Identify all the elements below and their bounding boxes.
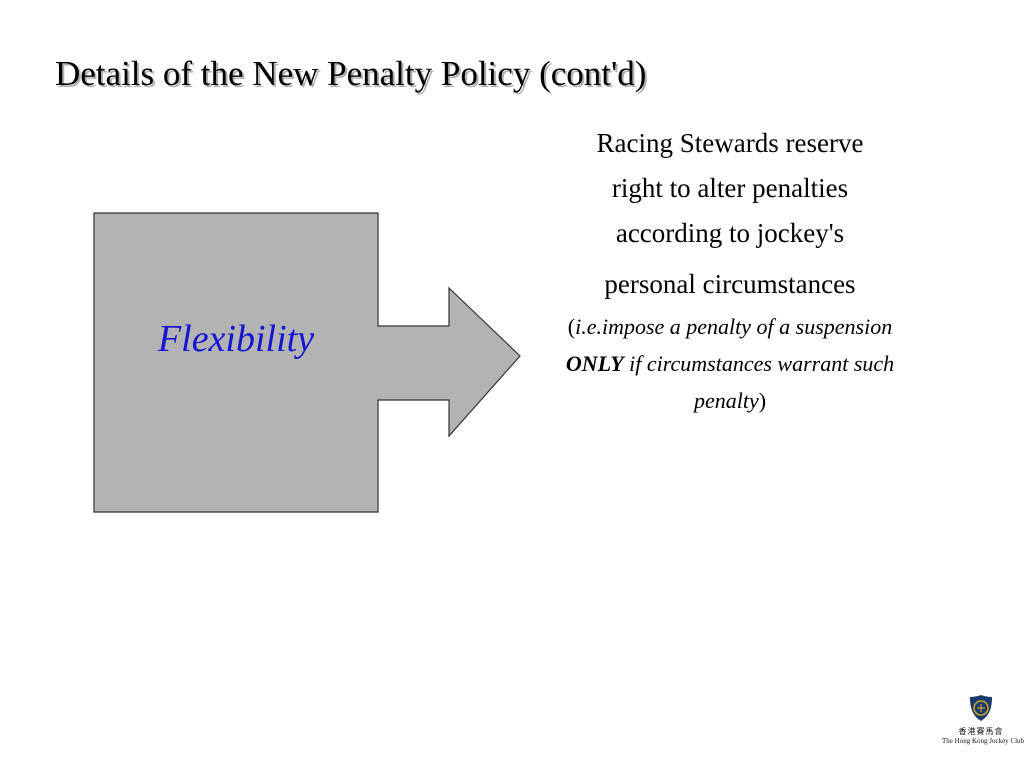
open-paren: ( xyxy=(567,314,576,339)
detail-note-emphasis: ONLY xyxy=(565,351,624,376)
hkjc-emblem-icon xyxy=(970,695,992,721)
main-statement-line: right to alter penalties xyxy=(611,173,849,203)
flexibility-arrow-shape xyxy=(93,212,521,513)
main-statement-line: personal circumstances xyxy=(604,269,856,299)
hkjc-logo: 香港賽馬會 The Hong Kong Jockey Club xyxy=(942,694,1024,746)
main-statement-line: Racing Stewards reserve xyxy=(596,128,864,158)
close-paren: ) xyxy=(758,388,767,413)
main-statement-line: according to jockey's xyxy=(615,218,845,248)
slide-title: Details of the New Penalty Policy (cont'… xyxy=(55,54,647,93)
flexibility-label: Flexibility xyxy=(157,318,315,360)
logo-chinese-name: 香港賽馬會 xyxy=(958,727,1004,736)
detail-note-part1: i.e.impose a penalty of a suspension xyxy=(575,314,893,339)
logo-english-name: The Hong Kong Jockey Club xyxy=(942,737,1024,745)
detail-note: (i.e.impose a penalty of a suspension ON… xyxy=(552,308,908,419)
main-statement: Racing Stewards reserve right to alter p… xyxy=(552,121,908,305)
detail-note-part2: if circumstances warrant such penalty xyxy=(629,351,895,413)
